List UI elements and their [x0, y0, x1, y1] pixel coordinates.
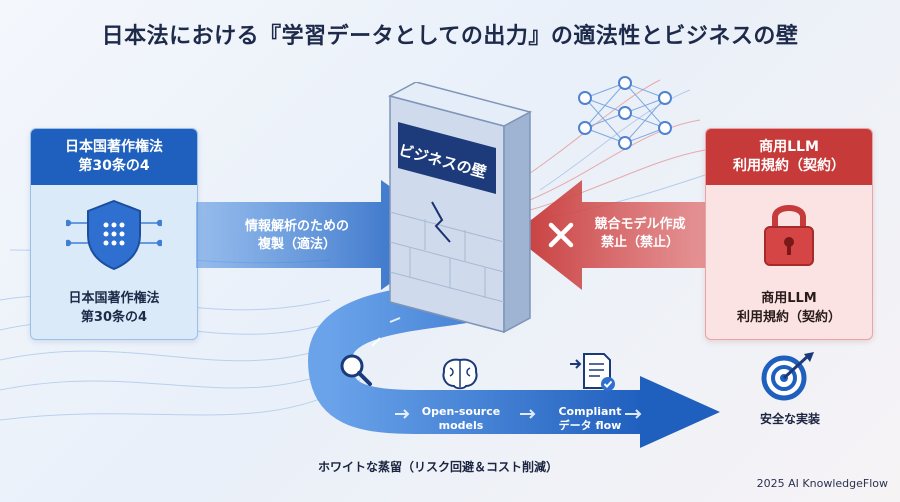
llm-footer-line2: 利用規約（契約） [736, 310, 841, 325]
copyright-law-card-header: 日本国著作権法 第30条の4 [31, 129, 197, 185]
prohibition-arrow [512, 180, 705, 290]
safe-implementation-label: 安全な実装 [759, 412, 820, 426]
business-wall [387, 82, 533, 334]
prohibition-line1: 競合モデル作成 [594, 217, 686, 232]
copyright-header-line2: 第30条の4 [78, 158, 150, 174]
prohibition-line2: 禁止（禁止） [600, 235, 679, 250]
compliant-line2: データ flow [558, 419, 622, 432]
padlock-icon [764, 205, 814, 266]
lawful-copy-label: 情報解析のための 複製（適法） [212, 218, 382, 254]
copyright-footer-line1: 日本国著作権法 [68, 291, 160, 306]
brain-icon [442, 358, 478, 390]
compliant-flow-label: Compliant データ flow [545, 405, 635, 433]
neural-network-icon [578, 76, 672, 150]
open-source-line2: models [438, 419, 484, 432]
cross-icon [548, 222, 574, 248]
llm-header-line1: 商用LLM [759, 139, 819, 155]
prohibition-label: 競合モデル作成 禁止（禁止） [578, 216, 702, 252]
target-icon [761, 352, 814, 401]
compliant-line1: Compliant [558, 405, 622, 418]
llm-terms-card-footer: 商用LLM 利用規約（契約） [706, 289, 872, 327]
copyright-footer: 2025 AI KnowledgeFlow [756, 477, 888, 490]
llm-header-line2: 利用規約（契約） [733, 158, 845, 174]
copyright-law-card-footer: 日本国著作権法 第30条の4 [31, 289, 197, 327]
llm-footer-line1: 商用LLM [761, 291, 817, 306]
lawful-copy-line2: 複製（適法） [257, 237, 336, 252]
copyright-header-line1: 日本国著作権法 [65, 139, 163, 155]
open-source-models-label: Open-source models [416, 405, 506, 433]
white-distillation-caption: ホワイトな蒸留（リスク回避＆コスト削減） [318, 460, 559, 474]
llm-terms-card: 商用LLM 利用規約（契約） 商用LLM 利用規約（契約） [705, 128, 873, 340]
page-title: 日本法における『学習データとしての出力』の適法性とビジネスの壁 [101, 24, 799, 49]
magnifier-icon [340, 354, 372, 386]
open-source-line1: Open-source [421, 405, 501, 418]
llm-terms-card-header: 商用LLM 利用規約（契約） [706, 129, 872, 185]
shield-circuit-icon [66, 199, 162, 271]
document-check-icon [570, 353, 615, 391]
copyright-footer-line2: 第30条の4 [80, 310, 148, 325]
lawful-copy-line1: 情報解析のための [244, 219, 349, 234]
